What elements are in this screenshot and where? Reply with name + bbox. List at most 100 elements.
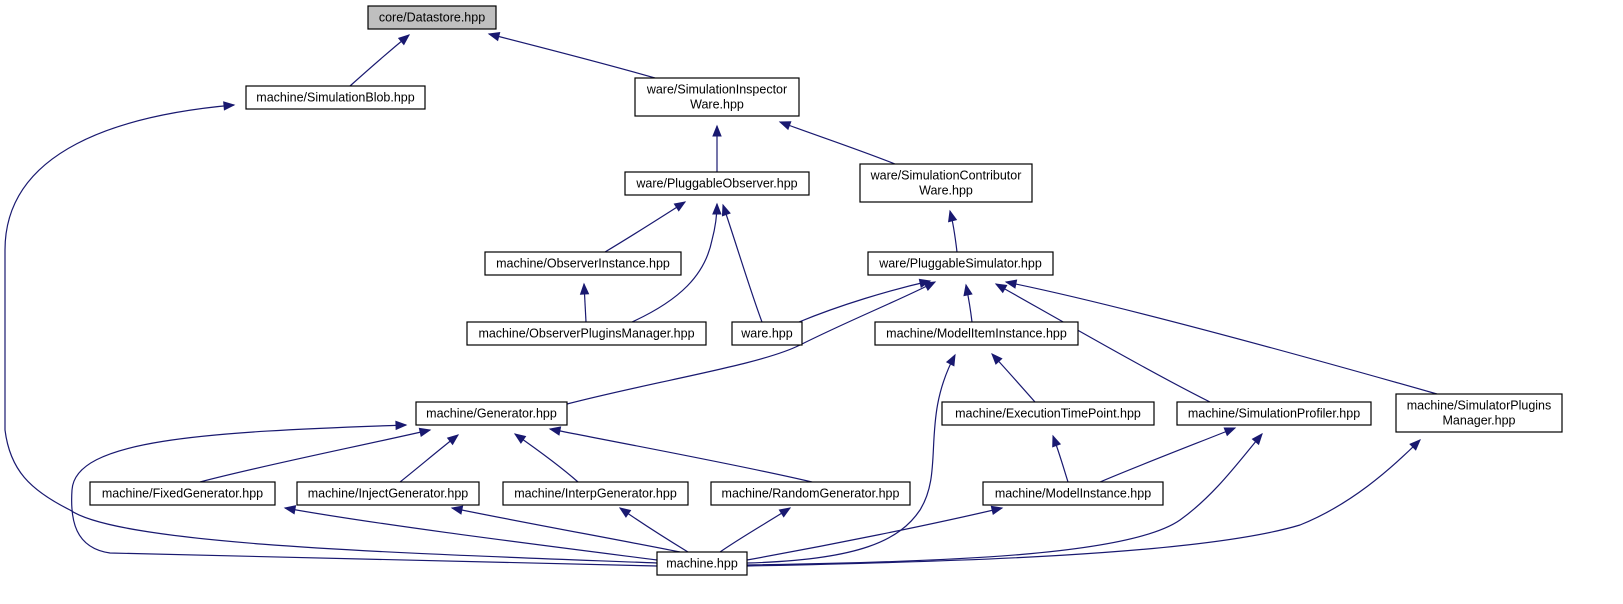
node-label-randomgen: machine/RandomGenerator.hpp [722, 487, 900, 501]
node-label-simpluginsmanager-line-2: Manager.hpp [1443, 414, 1516, 428]
edge-injectgen-to-generator-arrowhead [446, 434, 460, 446]
node-box-simpluginsmanager[interactable] [1395, 393, 1563, 433]
edge-simprofiler-to-pluggablesimulator [995, 283, 1211, 403]
edge-machine-to-interpgen-arrowhead [618, 507, 632, 518]
node-simprofiler[interactable]: machine/SimulationProfiler.hpp [1176, 401, 1372, 426]
node-box-datastore[interactable] [367, 5, 497, 30]
node-label-fixedgen: machine/FixedGenerator.hpp [102, 487, 263, 501]
edge-machine-to-simblob [4, 104, 658, 564]
node-interpgen[interactable]: machine/InterpGenerator.hpp [502, 481, 689, 506]
edge-injectgen-to-generator [399, 434, 459, 483]
node-box-generator[interactable] [415, 401, 568, 426]
edge-pluggablesimulator-to-simcontributor-arrowhead [948, 209, 958, 223]
node-simblob[interactable]: machine/SimulationBlob.hpp [245, 85, 426, 110]
edge-randomgen-to-generator-arrowhead [548, 426, 562, 436]
node-label-modeliteminstance: machine/ModelItemInstance.hpp [886, 327, 1067, 341]
node-modelinstance[interactable]: machine/ModelInstance.hpp [982, 481, 1164, 506]
node-label-simcontributor-line-2: Ware.hpp [919, 184, 973, 198]
edge-modeliteminstance-to-pluggablesimulator-arrowhead [963, 283, 973, 297]
node-pluggablesimulator[interactable]: ware/PluggableSimulator.hpp [867, 251, 1054, 276]
edge-simpluginsmanager-to-pluggablesimulator [1005, 281, 1438, 395]
edge-machine-to-simprofiler [746, 433, 1263, 566]
node-pluggableobserver[interactable]: ware/PluggableObserver.hpp [624, 171, 810, 196]
node-fixedgen[interactable]: machine/FixedGenerator.hpp [89, 481, 276, 506]
node-label-pluggablesimulator: ware/PluggableSimulator.hpp [878, 257, 1042, 271]
edge-modelinstance-to-simprofiler [1099, 427, 1236, 483]
edge-siminspector-to-datastore [488, 33, 656, 79]
edge-simcontributor-to-siminspector [779, 121, 896, 165]
edge-machine-to-simpluginsmanager [746, 439, 1421, 567]
edge-machine-to-injectgen-arrowhead [450, 505, 464, 515]
edge-ware-to-pluggableobserver [722, 204, 763, 323]
node-box-pluggableobserver[interactable] [624, 171, 810, 196]
node-randomgen[interactable]: machine/RandomGenerator.hpp [710, 481, 911, 506]
node-box-simprofiler[interactable] [1176, 401, 1372, 426]
node-label-ware: ware.hpp [740, 327, 792, 341]
node-generator[interactable]: machine/Generator.hpp [415, 401, 568, 426]
node-box-observerplugins[interactable] [466, 321, 707, 346]
node-label-simpluginsmanager-line-1: machine/SimulatorPlugins [1407, 399, 1552, 413]
node-label-observerinstance: machine/ObserverInstance.hpp [496, 257, 670, 271]
node-box-pluggablesimulator[interactable] [867, 251, 1054, 276]
edge-executiontimepoint-to-modeliteminstance-arrowhead [991, 353, 1003, 365]
node-label-injectgen: machine/InjectGenerator.hpp [308, 487, 469, 501]
edge-modelinstance-to-executiontimepoint-arrowhead [1052, 434, 1062, 448]
node-label-observerplugins: machine/ObserverPluginsManager.hpp [478, 327, 694, 341]
edge-machine-to-modeliteminstance-arrowhead [945, 353, 956, 367]
node-label-simcontributor-line-1: ware/SimulationContributor [870, 169, 1022, 183]
node-label-simblob: machine/SimulationBlob.hpp [256, 91, 414, 105]
edge-fixedgen-to-generator-arrowhead [418, 427, 432, 437]
nodes-layer: core/Datastore.hpp machine/SimulationBlob… [89, 5, 1563, 576]
node-box-randomgen[interactable] [710, 481, 911, 506]
node-executiontimepoint[interactable]: machine/ExecutionTimePoint.hpp [941, 401, 1155, 426]
node-label-executiontimepoint: machine/ExecutionTimePoint.hpp [955, 407, 1141, 421]
edges-layer [4, 32, 1438, 567]
edge-machine-to-simprofiler-arrowhead [1251, 432, 1263, 446]
edge-machine-to-injectgen [451, 507, 681, 553]
edge-interpgen-to-generator-arrowhead [513, 433, 527, 444]
node-box-modelinstance[interactable] [982, 481, 1164, 506]
node-ware[interactable]: ware.hpp [731, 321, 803, 346]
node-box-simcontributor[interactable] [859, 163, 1033, 203]
node-injectgen[interactable]: machine/InjectGenerator.hpp [296, 481, 480, 506]
node-label-siminspector-line-2: Ware.hpp [690, 98, 744, 112]
edge-generator-to-pluggablesimulator-arrowhead [923, 281, 937, 291]
edge-ware-to-pluggableobserver-arrowhead [721, 203, 731, 217]
edge-machine-to-interpgen [619, 507, 689, 553]
edge-machine-to-modeliteminstance [746, 354, 956, 564]
edge-simprofiler-to-pluggablesimulator-arrowhead [994, 283, 1008, 294]
node-box-ware[interactable] [731, 321, 803, 346]
edge-observerinstance-to-pluggableobserver [604, 201, 686, 253]
node-datastore[interactable]: core/Datastore.hpp [367, 5, 497, 30]
edge-machine-to-modelinstance-arrowhead [990, 505, 1004, 516]
node-observerinstance[interactable]: machine/ObserverInstance.hpp [484, 251, 682, 276]
edge-machine-to-simblob-arrowhead [223, 101, 236, 111]
edge-machine-to-modelinstance [746, 507, 1003, 561]
node-label-datastore: core/Datastore.hpp [379, 11, 485, 25]
node-box-observerinstance[interactable] [484, 251, 682, 276]
edge-machine-to-randomgen-arrowhead [778, 507, 792, 518]
node-box-injectgen[interactable] [296, 481, 480, 506]
edge-simblob-to-datastore [349, 34, 410, 87]
node-box-machine[interactable] [656, 551, 748, 576]
node-modeliteminstance[interactable]: machine/ModelItemInstance.hpp [874, 321, 1079, 346]
node-box-modeliteminstance[interactable] [874, 321, 1079, 346]
node-machine[interactable]: machine.hpp [656, 551, 748, 576]
node-box-interpgen[interactable] [502, 481, 689, 506]
node-box-siminspector[interactable] [634, 77, 800, 117]
edge-observerplugins-to-pluggableobserver-arrowhead [712, 202, 722, 215]
edge-fixedgen-to-generator [199, 429, 431, 483]
node-box-fixedgen[interactable] [89, 481, 276, 506]
edge-observerplugins-to-observerinstance-arrowhead [579, 282, 590, 295]
node-label-machine: machine.hpp [666, 557, 738, 571]
edge-simblob-to-datastore-arrowhead [397, 34, 411, 46]
edge-modelinstance-to-simprofiler-arrowhead [1223, 427, 1237, 437]
node-box-executiontimepoint[interactable] [941, 401, 1155, 426]
edge-simcontributor-to-siminspector-arrowhead [778, 121, 792, 131]
node-observerplugins[interactable]: machine/ObserverPluginsManager.hpp [466, 321, 707, 346]
node-box-simblob[interactable] [245, 85, 426, 110]
node-label-modelinstance: machine/ModelInstance.hpp [995, 487, 1151, 501]
